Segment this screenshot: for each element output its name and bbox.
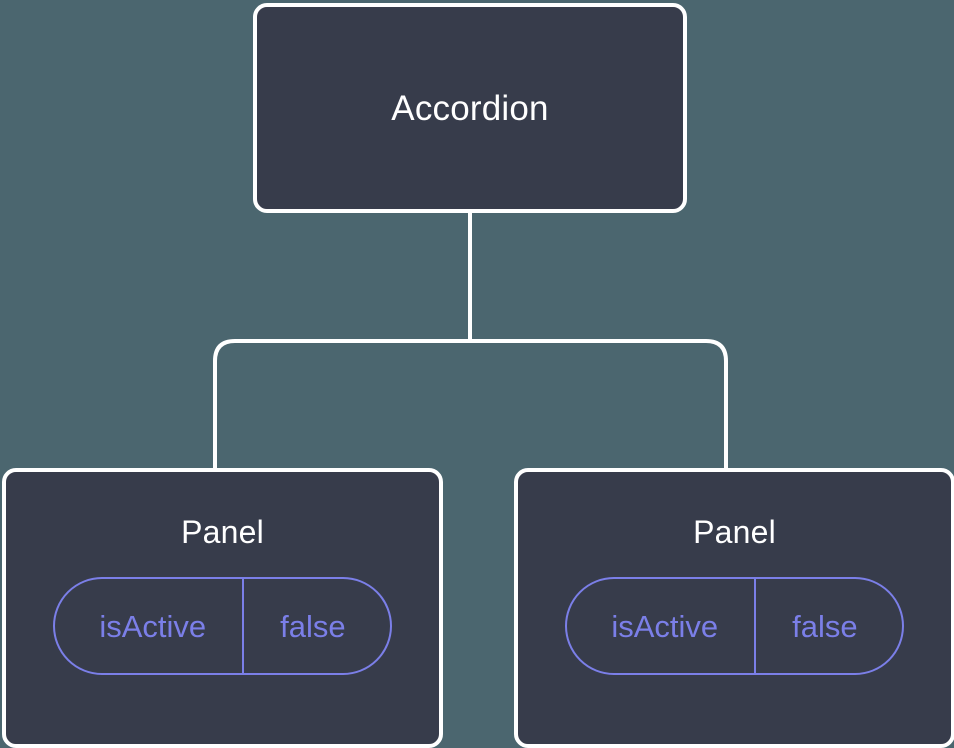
prop-value: false <box>280 608 346 644</box>
node-title: Panel <box>181 514 264 550</box>
prop-badge-isactive[interactable]: isActive false <box>565 577 904 675</box>
prop-value: false <box>792 608 858 644</box>
connector-branch-right <box>470 339 728 470</box>
prop-key: isActive <box>567 579 757 673</box>
node-accordion[interactable]: Accordion <box>253 3 687 213</box>
node-title: Accordion <box>391 88 549 128</box>
connector-branch-left <box>213 339 470 470</box>
node-panel-2[interactable]: Panel isActive false <box>514 468 954 748</box>
node-title: Panel <box>693 514 776 550</box>
prop-key: isActive <box>55 579 245 673</box>
node-panel-1[interactable]: Panel isActive false <box>2 468 443 748</box>
prop-badge-isactive[interactable]: isActive false <box>53 577 392 675</box>
